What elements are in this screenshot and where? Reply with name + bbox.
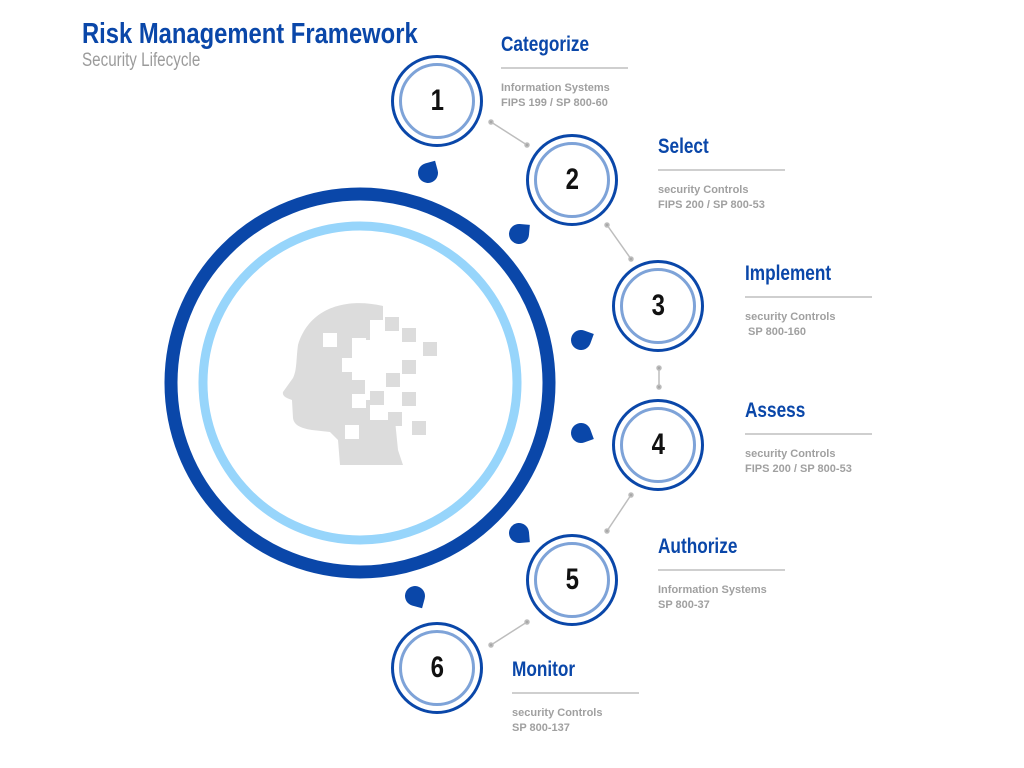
divider [658,569,785,571]
page-title: Risk Management Framework [82,18,418,50]
step-number: 3 [651,289,665,322]
step-title: Monitor [512,658,576,681]
step-title: Implement [745,262,832,285]
digital-head-icon [282,303,437,465]
step-desc: security Controls [745,448,836,460]
step-3-label: Implement security Controls SP 800-160 [745,262,875,340]
step-2-circle: 2 [526,134,618,226]
pixel-hole [345,425,359,439]
page-subtitle: Security Lifecycle [82,50,201,71]
step-4-circle: 4 [612,399,704,491]
step-desc: security Controls [658,184,749,196]
step-title: Assess [745,399,806,422]
drop-marker [508,522,530,544]
step-title: Select [658,135,709,158]
connector-5-6 [490,621,528,646]
step-desc: Information Systems [501,82,610,94]
step-ref: FIPS 200 / SP 800-53 [745,463,852,475]
pixel-hole [352,338,366,352]
pixel-hole [323,333,337,347]
step-3-circle: 3 [612,260,704,352]
step-ref: FIPS 200 / SP 800-53 [658,199,765,211]
divider [501,67,628,69]
step-number: 6 [430,651,444,684]
step-number: 4 [651,428,665,461]
step-ref: SP 800-137 [512,722,570,734]
outer-ring [164,187,556,579]
step-6-label: Monitor security Controls SP 800-137 [512,658,642,736]
step-title: Categorize [501,33,590,56]
step-5-label: Authorize Information Systems SP 800-37 [658,535,788,613]
pixel-hole [352,394,366,408]
step-number: 5 [565,563,579,596]
step-desc: security Controls [512,707,603,719]
connector-1-2 [490,121,528,146]
step-title: Authorize [658,535,738,558]
divider [512,692,639,694]
connector-4-5 [606,494,632,532]
step-6-circle: 6 [391,622,483,714]
step-ref: FIPS 199 / SP 800-60 [501,97,608,109]
pixel-hole [342,358,356,372]
step-desc: Information Systems [658,584,767,596]
step-5-circle: 5 [526,534,618,626]
step-1-circle: 1 [391,55,483,147]
divider [745,433,872,435]
step-desc: security Controls [745,311,836,323]
divider [745,296,872,298]
step-number: 2 [565,163,579,196]
divider [658,169,785,171]
step-ref: SP 800-160 [745,326,806,338]
connector-2-3 [606,224,632,260]
step-number: 1 [430,84,444,117]
step-ref: SP 800-37 [658,599,710,611]
inner-ring [198,221,522,545]
